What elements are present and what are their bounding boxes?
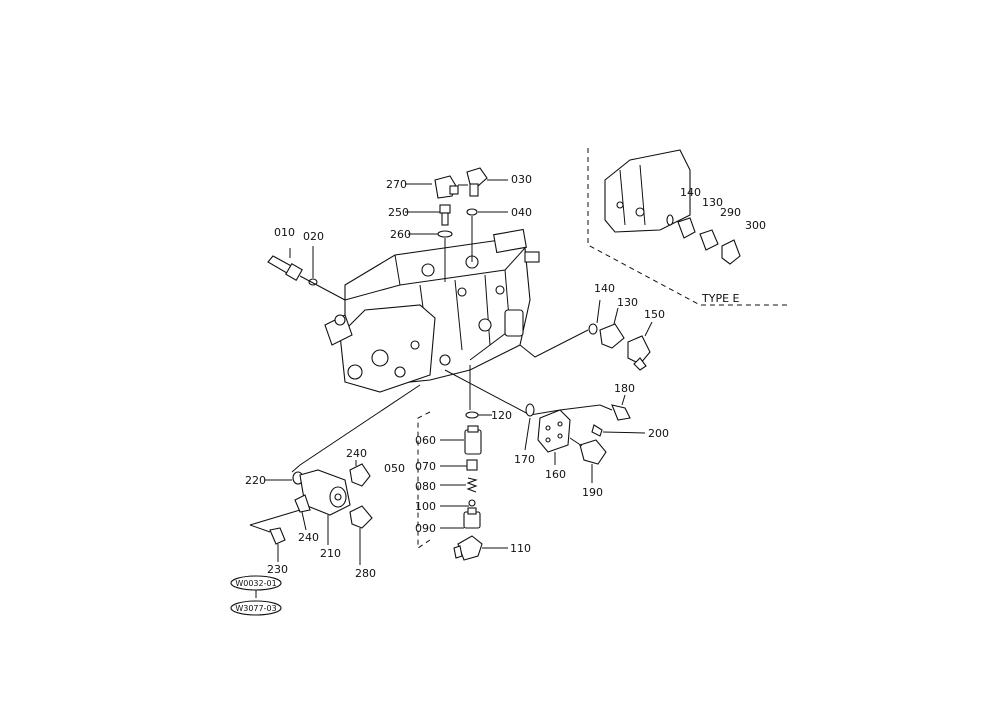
washer-140 [588,323,598,335]
label-200: 200 [648,427,669,440]
label-280: 280 [355,567,376,580]
label-160: 160 [545,468,566,481]
bolt-200 [591,424,603,437]
inset-type-e [587,148,790,306]
reference-w0032: W0032-01 [235,579,276,588]
label-020: 020 [303,230,324,243]
label-170: 170 [514,453,535,466]
elbow-280 [349,505,373,529]
label-050: 050 [384,462,405,475]
washer-260 [437,230,453,238]
label-250: 250 [388,206,409,219]
injection-pump-body [324,228,540,393]
fitting-270 [434,175,459,199]
elbow-150 [627,335,651,371]
housing-210 [299,469,351,516]
label-type-e: TYPE E [701,292,740,305]
block-160 [537,409,571,453]
label-140: 140 [594,282,615,295]
bolt-250 [439,204,451,226]
label-130: 130 [617,296,638,309]
spring-080 [466,477,478,493]
elbow-240-top [349,460,371,487]
label-070: 070 [415,460,436,473]
label-080: 080 [415,480,436,493]
valve-060 [464,425,482,455]
oring-040 [466,208,478,216]
oring-120 [465,411,479,419]
plug-010 [267,255,303,281]
reference-group [230,575,282,616]
label-110: 110 [510,542,531,555]
label-120: 120 [491,409,512,422]
label-inset-130: 130 [702,196,723,209]
label-090: 090 [415,522,436,535]
fitting-190 [579,439,607,465]
label-150: 150 [644,308,665,321]
label-240-bottom: 240 [298,531,319,544]
adapter-130 [599,323,625,349]
bolt-180 [611,404,631,421]
label-040: 040 [511,206,532,219]
elbow-110 [453,535,483,561]
label-300: 300 [745,219,766,232]
oring-170 [525,403,535,417]
label-060: 060 [415,434,436,447]
fitting-030 [466,167,508,197]
bolt-230 [269,527,286,545]
label-290: 290 [720,206,741,219]
label-100: 100 [415,500,436,513]
label-230: 230 [267,563,288,576]
label-190: 190 [582,486,603,499]
nut-090 [463,507,481,529]
part-070 [466,459,478,471]
ball-100 [468,499,476,507]
label-inset-140: 140 [680,186,701,199]
reference-w3077: W3077-03 [235,604,276,613]
label-240-top: 240 [346,447,367,460]
label-260: 260 [390,228,411,241]
label-030: 030 [511,173,532,186]
label-220: 220 [245,474,266,487]
label-180: 180 [614,382,635,395]
label-270: 270 [386,178,407,191]
label-010: 010 [274,226,295,239]
bolt-240-bottom [294,494,311,513]
label-210: 210 [320,547,341,560]
